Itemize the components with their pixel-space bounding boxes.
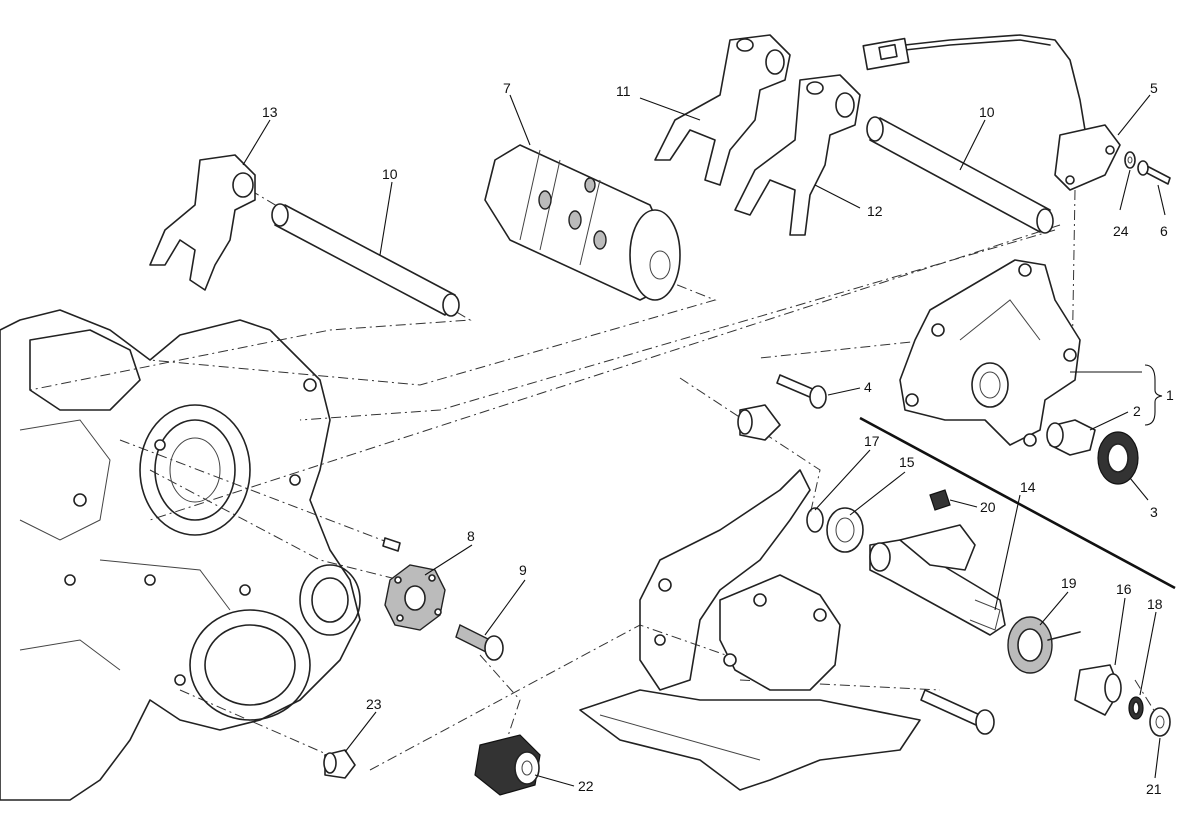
callout-5: 5 <box>1150 80 1158 96</box>
callout-11: 11 <box>616 83 631 99</box>
dowel-pin <box>382 537 401 552</box>
circlip-18 <box>1128 696 1144 720</box>
callout-14: 14 <box>1020 479 1036 495</box>
callout-4: 4 <box>864 379 872 395</box>
callout-2: 2 <box>1133 403 1141 419</box>
assembly-group-bar <box>859 416 1176 590</box>
callout-16: 16 <box>1116 581 1132 597</box>
callout-19: 19 <box>1061 575 1077 591</box>
assembly-lines <box>29 189 1161 771</box>
gear-sensor-5 <box>862 34 1121 191</box>
fork-shaft-10-right <box>866 116 1054 234</box>
shift-fork-11 <box>654 34 791 186</box>
callout-7: 7 <box>503 80 511 96</box>
bushing-22 <box>474 734 541 796</box>
shift-fork-13 <box>149 154 256 291</box>
callout-18: 18 <box>1147 596 1163 612</box>
long-screw <box>920 689 995 735</box>
callout-23: 23 <box>366 696 382 712</box>
shift-fork-12 <box>734 74 861 236</box>
callout-15: 15 <box>899 454 915 470</box>
callout-1: 1 <box>1166 387 1174 403</box>
callout-10-left: 10 <box>382 166 398 182</box>
callout-9: 9 <box>519 562 527 578</box>
callout-20: 20 <box>980 499 996 515</box>
index-star-8 <box>384 564 446 631</box>
dowel-23 <box>323 749 356 779</box>
mounting-bracket <box>579 469 921 791</box>
crankcase-housing <box>0 309 361 801</box>
oil-seal-3 <box>1097 431 1139 485</box>
bolt-4 <box>776 374 827 409</box>
selector-shaft-14 <box>869 524 1006 636</box>
spring-20 <box>929 489 951 511</box>
callout-22: 22 <box>578 778 594 794</box>
callout-21: 21 <box>1146 781 1162 797</box>
leader-lines <box>242 94 1166 787</box>
callout-13: 13 <box>262 104 278 120</box>
bushing-15 <box>826 507 864 553</box>
brace-1 <box>1144 364 1163 426</box>
callout-17: 17 <box>864 433 880 449</box>
callout-6: 6 <box>1160 223 1168 239</box>
callout-labels: 1 2 3 4 5 6 7 8 9 10 10 11 12 13 14 15 1… <box>262 80 1174 797</box>
torsion-spring-19 <box>1007 616 1081 674</box>
screw-9 <box>455 624 504 661</box>
screw-6 <box>1137 160 1171 185</box>
callout-12: 12 <box>867 203 883 219</box>
selector-cover-1 <box>899 259 1081 447</box>
circlip-17 <box>806 507 824 533</box>
callout-3: 3 <box>1150 504 1158 520</box>
washer-24 <box>1124 151 1136 169</box>
shift-drum-7 <box>484 144 681 301</box>
callout-24: 24 <box>1113 223 1129 239</box>
bushing-16 <box>1074 664 1122 716</box>
callout-8: 8 <box>467 528 475 544</box>
washer-21 <box>1149 707 1171 737</box>
bushing-2 <box>1046 419 1096 456</box>
fork-shaft-10-left <box>271 203 460 317</box>
callout-10-right: 10 <box>979 104 995 120</box>
bushing-middle <box>737 404 781 441</box>
